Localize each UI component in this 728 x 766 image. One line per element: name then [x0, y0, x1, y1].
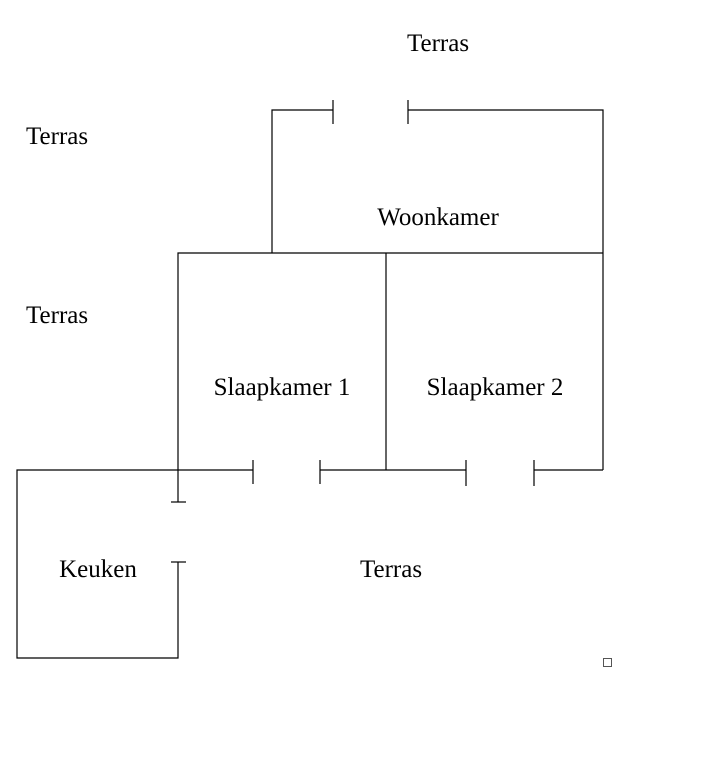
keuken-walls	[16, 469, 186, 659]
terras-bottom-label: Terras	[359, 556, 423, 583]
slaapkamer-1-label: Slaapkamer 1	[213, 374, 351, 401]
slaapkamer-2-label: Slaapkamer 2	[426, 374, 564, 401]
keuken-label: Keuken	[59, 556, 137, 583]
terras-left-label: Terras	[26, 302, 89, 329]
woonkamer-walls	[271, 100, 604, 470]
slaapkamer-walls	[177, 252, 603, 486]
terras-top-label: Terras	[406, 30, 470, 57]
terras-upper-left-label: Terras	[26, 123, 89, 150]
woonkamer-label: Woonkamer	[377, 204, 499, 231]
resize-handle[interactable]	[603, 658, 612, 667]
